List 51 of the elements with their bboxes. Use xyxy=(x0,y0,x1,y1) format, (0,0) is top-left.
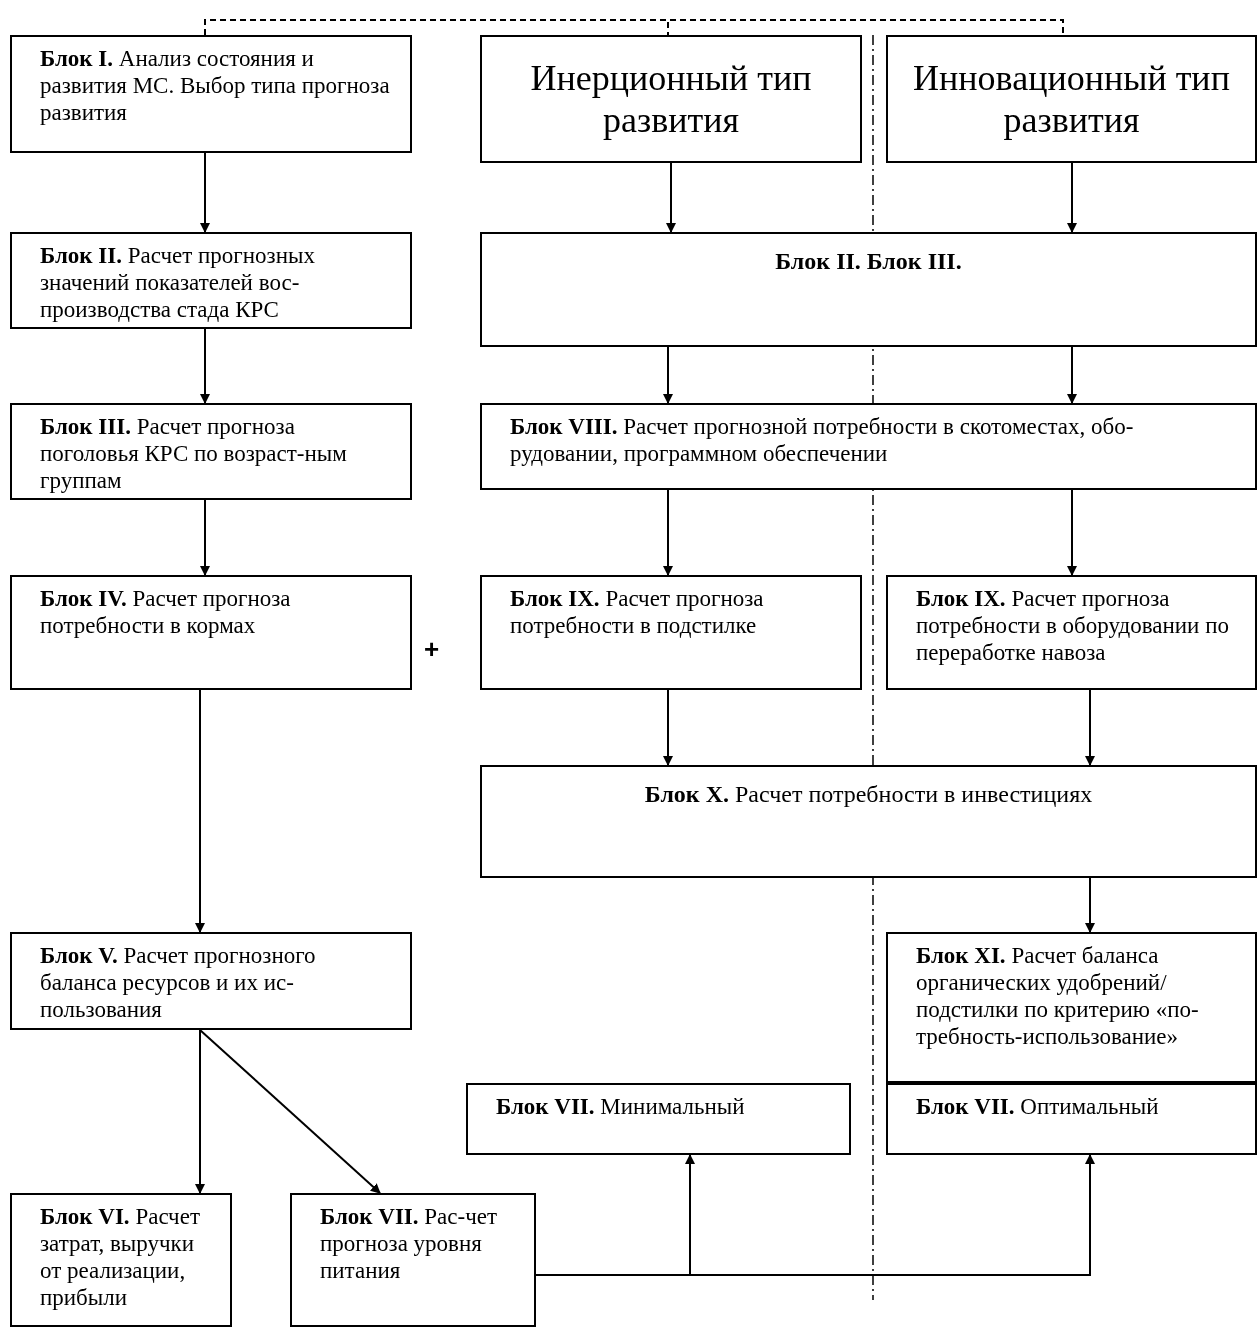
block-text: Блок II. Блок III. xyxy=(774,247,963,276)
process-box xyxy=(466,1083,851,1155)
arrow xyxy=(1085,689,1095,766)
block-text: Блок II. Расчет прогнозных значений показателей вос-производства стада КРС xyxy=(40,242,316,323)
process-box xyxy=(10,232,412,329)
block-text: Инерционный тип развития xyxy=(529,57,813,141)
block-text: Блок X. Расчет потребности в инвестициях xyxy=(643,780,1094,809)
block-text: Блок V. Расчет прогнозного баланса ресурсов и их ис-пользования xyxy=(40,942,317,1023)
process-box xyxy=(10,35,412,153)
block-text: Блок VIII. Расчет прогнозной потребности в скотоместах, обо-рудовании, программном обеспечении xyxy=(510,413,1135,467)
arrow xyxy=(666,162,676,233)
arrow xyxy=(1067,162,1077,233)
arrow xyxy=(200,152,210,233)
block-text: Блок III. Расчет прогноза поголовья КРС по возраст-ным группам xyxy=(40,413,348,494)
block-text: Блок I. Анализ состояния и развития МС. Выбор типа прогноза развития xyxy=(40,45,390,126)
process-box xyxy=(886,575,1257,690)
process-box xyxy=(480,232,1257,347)
process-box xyxy=(886,932,1257,1083)
arrow xyxy=(195,689,205,933)
arrow xyxy=(1085,877,1095,933)
block-text: Инновационный тип развития xyxy=(912,57,1231,141)
block-text: Блок IX. Расчет прогноза потребности в оборудовании по переработке навоза xyxy=(916,585,1230,666)
process-box xyxy=(10,932,412,1030)
arrow xyxy=(200,328,210,404)
arrow xyxy=(663,689,673,766)
block-text: Блок IV. Расчет прогноза потребности в кормах xyxy=(40,585,292,639)
arrow xyxy=(1067,489,1077,576)
process-box xyxy=(290,1193,536,1327)
block-text: Блок VI. Расчет затрат, выручки от реализации, прибыли xyxy=(40,1203,201,1311)
process-box xyxy=(480,765,1257,878)
process-box xyxy=(10,575,412,690)
block-text: Блок VII. Рас-чет прогноза уровня питания xyxy=(320,1203,499,1284)
block-text: Блок XI. Расчет баланса органических удобрений/ подстилки по критерию «по-требность-использование» xyxy=(916,942,1200,1050)
arrow xyxy=(663,346,673,404)
arrow xyxy=(199,1029,381,1194)
block-text: Блок VII. Минимальный xyxy=(496,1093,746,1120)
plus-sign: + xyxy=(424,633,440,666)
arrow xyxy=(663,489,673,576)
process-box xyxy=(10,1193,232,1327)
block-text: Блок IX. Расчет прогноза потребности в подстилке xyxy=(510,585,765,639)
arrow xyxy=(1067,346,1077,404)
process-box xyxy=(10,403,412,500)
arrow xyxy=(200,499,210,576)
process-box xyxy=(886,35,1257,163)
arrow xyxy=(195,1029,205,1194)
process-box xyxy=(480,575,862,690)
process-box xyxy=(480,403,1257,490)
dashed-connector xyxy=(204,19,1064,36)
block-text: Блок VII. Оптимальный xyxy=(916,1093,1160,1120)
process-box xyxy=(480,35,862,163)
process-box xyxy=(886,1083,1257,1155)
